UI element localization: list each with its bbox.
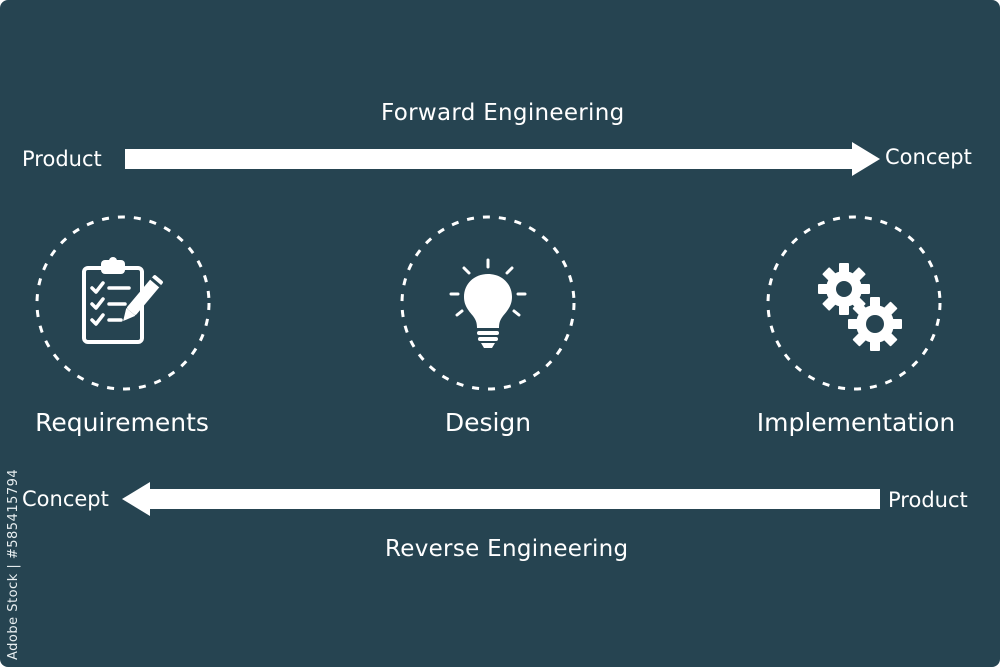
stage-label-design: Design: [444, 408, 532, 437]
stage-label-requirements: Requirements: [35, 408, 209, 437]
reverse-start-label: Product: [888, 488, 968, 512]
reverse-end-label: Concept: [22, 487, 109, 511]
lightbulb-icon: [449, 258, 527, 348]
clipboard-checklist-icon: [82, 257, 163, 344]
forward-engineering-title: Forward Engineering: [381, 100, 625, 126]
forward-start-label: Product: [22, 147, 102, 171]
stock-id-watermark: Adobe Stock | #585415794: [6, 468, 21, 660]
reverse-engineering-title: Reverse Engineering: [385, 536, 629, 562]
requirements-ring: [34, 214, 212, 392]
implementation-ring: [765, 214, 943, 392]
stage-label-implementation: Implementation: [756, 408, 956, 437]
reverse-arrow: [122, 482, 880, 516]
forward-arrow: [125, 142, 880, 176]
design-ring: [399, 214, 577, 392]
forward-end-label: Concept: [885, 145, 972, 169]
gears-icon: [818, 263, 902, 351]
